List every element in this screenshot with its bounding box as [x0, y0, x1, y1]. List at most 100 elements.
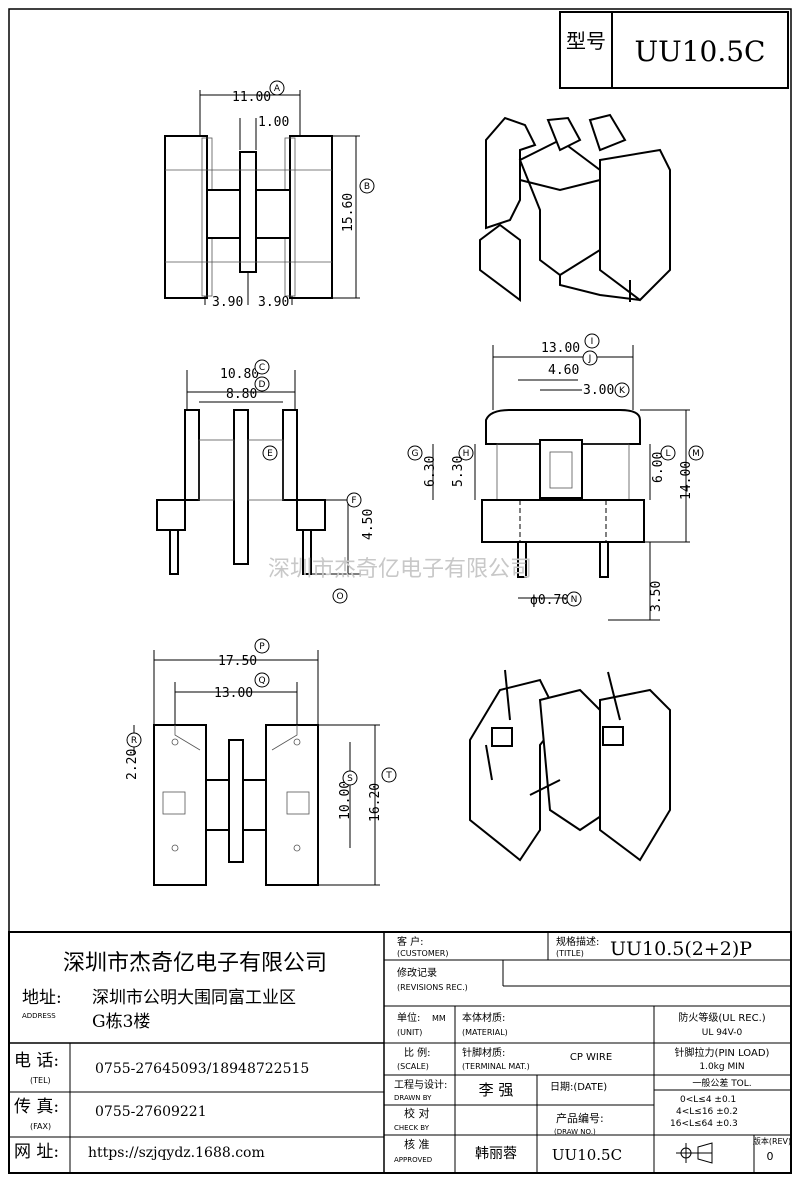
address-label: 地址:: [22, 988, 62, 1008]
dim-side-h2: 5.30: [451, 456, 466, 487]
approve-en: APPROVED: [394, 1156, 432, 1164]
marker-j: J: [588, 354, 592, 364]
front-view: [156, 370, 360, 575]
dim-top-right-half: 3.90: [258, 295, 289, 310]
watermark: 深圳市杰奇亿电子有限公司: [268, 557, 532, 582]
dim-side-width: 13.00: [541, 341, 580, 356]
dim-front-outer: 10.80: [220, 367, 259, 382]
marker-e: E: [267, 449, 273, 459]
unit-en: (UNIT): [397, 1028, 422, 1037]
marker-f: F: [351, 496, 356, 506]
pull-label: 针脚拉力(PIN LOAD): [675, 1046, 770, 1059]
web-label: 网 址:: [14, 1142, 59, 1162]
scale-en: (SCALE): [397, 1062, 429, 1071]
marker-s: S: [347, 774, 353, 784]
product-en: (DRAW NO.): [554, 1128, 596, 1136]
dim-bottom-edge: 2.20: [125, 749, 140, 780]
marker-g: G: [412, 449, 419, 459]
approve-value: 韩丽蓉: [475, 1146, 517, 1162]
dim-bottom-mid: 10.00: [338, 781, 353, 820]
web-value: https://szjqydz.1688.com: [88, 1145, 265, 1161]
dim-top-width: 11.00: [232, 90, 271, 105]
approve-label: 核 准: [404, 1137, 430, 1151]
tol-3: 16<L≤64 ±0.3: [670, 1119, 738, 1129]
dim-side-pin-len: 3.50: [649, 581, 664, 612]
side-view: [432, 345, 690, 621]
marker-p: P: [259, 642, 265, 652]
fax-label: 传 真:: [14, 1097, 59, 1117]
spec-value: UU10.5(2+2)P: [610, 938, 752, 960]
spec-label: 规格描述:: [556, 935, 599, 948]
rev-value: 0: [767, 1150, 774, 1163]
check-en: CHECK BY: [394, 1124, 430, 1132]
dim-top-height: 15.60: [341, 193, 356, 232]
scale-label: 比 例:: [404, 1046, 431, 1059]
unit-label: 单位:: [397, 1011, 420, 1024]
fire-label: 防火等级(UL REC.): [678, 1011, 765, 1024]
tel-value: 0755-27645093/18948722515: [95, 1061, 309, 1077]
terminal-label: 针脚材质:: [462, 1046, 505, 1059]
fax-en: (FAX): [30, 1122, 51, 1131]
tol-1: 0<L≤4 ±0.1: [680, 1095, 736, 1105]
type-label: 型号: [566, 29, 606, 53]
material-label: 本体材质:: [462, 1011, 505, 1024]
title-block: [8, 931, 792, 1174]
dim-bottom-inner: 13.00: [214, 686, 253, 701]
address-line1: 深圳市公明大围同富工业区: [92, 988, 296, 1008]
marker-r: R: [131, 736, 137, 746]
marker-k: K: [619, 386, 626, 396]
customer-en: (CUSTOMER): [397, 949, 448, 958]
marker-d: D: [259, 380, 266, 390]
dim-side-height: 14.00: [679, 461, 694, 500]
bottom-view: [133, 650, 380, 886]
address-line2: G栋3楼: [92, 1012, 150, 1032]
dim-top-center: 1.00: [258, 115, 289, 130]
product-value: UU10.5C: [552, 1146, 622, 1164]
drawn-label: 工程与设计:: [394, 1078, 447, 1091]
rev-label: 版本(REV): [753, 1136, 791, 1146]
revisions-label: 修改记录: [397, 966, 437, 979]
company-name: 深圳市杰奇亿电子有限公司: [63, 951, 327, 976]
dim-side-slot: 3.00: [583, 383, 614, 398]
check-label: 校 对: [404, 1106, 430, 1120]
model-header: 型号 UU10.5C: [559, 11, 789, 89]
terminal-en: (TERMINAL MAT.): [462, 1062, 530, 1071]
marker-c: C: [259, 363, 265, 373]
iso-view-bottom: [469, 669, 671, 862]
dim-front-pin-len: 4.50: [361, 509, 376, 540]
dim-side-h3: 6.00: [651, 452, 666, 483]
tel-en: (TEL): [30, 1076, 51, 1085]
marker-b: B: [364, 182, 370, 192]
fax-value: 0755-27609221: [95, 1104, 207, 1120]
material-en: (MATERIAL): [462, 1028, 508, 1037]
model-title: UU10.5C: [635, 35, 766, 68]
dim-bottom-outer: 17.50: [218, 654, 257, 669]
tol-2: 4<L≤16 ±0.2: [676, 1107, 738, 1117]
dim-top-left-half: 3.90: [212, 295, 243, 310]
marker-n: N: [571, 595, 578, 605]
marker-o: O: [336, 592, 343, 602]
address-en: ADDRESS: [22, 1012, 56, 1020]
tol-label: 一般公差 TOL.: [692, 1077, 751, 1089]
dimension-markers: [126, 80, 704, 786]
spec-en: (TITLE): [556, 949, 584, 958]
product-label: 产品编号:: [556, 1111, 604, 1125]
marker-h: H: [463, 449, 470, 459]
fire-value: UL 94V-0: [702, 1028, 743, 1038]
customer-label: 客 户:: [397, 935, 424, 948]
marker-i: I: [591, 337, 594, 347]
marker-l: L: [665, 449, 670, 459]
dim-side-mid: 4.60: [548, 363, 579, 378]
dim-bottom-height: 16.20: [368, 783, 383, 822]
dim-front-inner: 8.80: [226, 387, 257, 402]
terminal-value: CP WIRE: [570, 1052, 612, 1063]
marker-a: A: [274, 84, 281, 94]
projection-symbol-icon: [676, 1142, 713, 1164]
marker-q: Q: [258, 676, 265, 686]
dim-side-pin-dia: ϕ0.70: [530, 593, 569, 608]
revisions-en: (REVISIONS REC.): [397, 983, 468, 992]
dim-side-h1: 6.30: [423, 456, 438, 487]
tel-label: 电 话:: [14, 1051, 59, 1071]
top-view: [164, 90, 360, 305]
